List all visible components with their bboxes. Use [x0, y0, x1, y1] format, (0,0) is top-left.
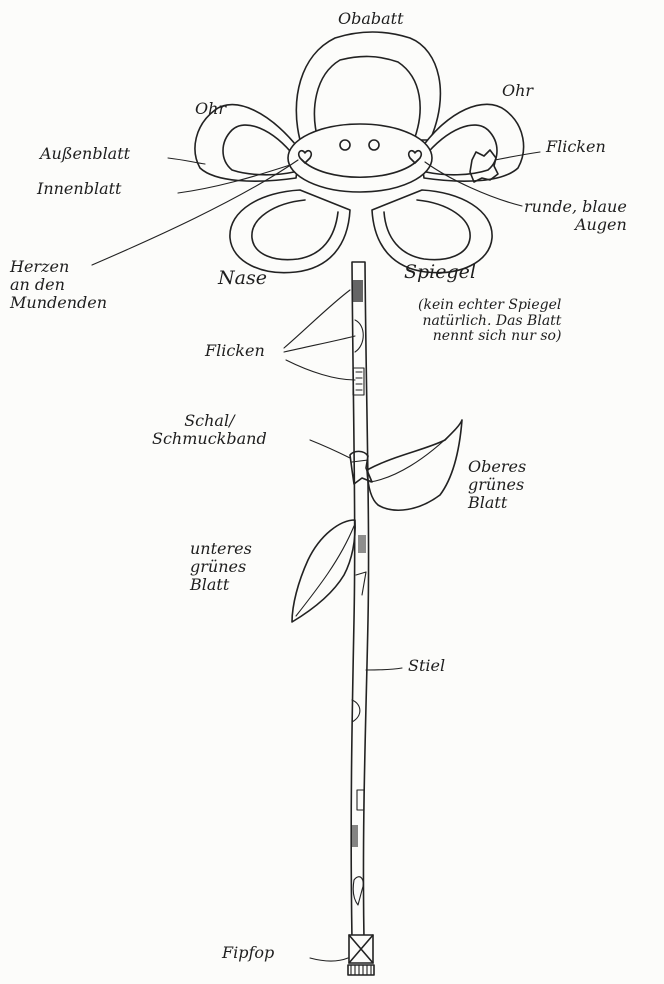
stem-patch-hatched: [353, 280, 363, 302]
label-herzen-mundenden: Herzen an den Mundenden: [10, 258, 107, 312]
label-flicken-stem: Flicken: [205, 342, 265, 360]
label-oberes-blatt: Oberes grünes Blatt: [468, 458, 526, 512]
label-schal: Schal/ Schmuckband: [152, 412, 267, 448]
label-obabatt: Obabatt: [338, 10, 404, 28]
flower-head: [195, 32, 524, 273]
label-unteres-blatt: unteres grünes Blatt: [190, 540, 252, 594]
label-nase: Nase: [218, 268, 267, 289]
lower-green-leaf: [292, 520, 355, 622]
label-innenblatt: Innenblatt: [37, 180, 121, 198]
label-spiegel: Spiegel: [404, 262, 476, 283]
label-stiel: Stiel: [408, 657, 445, 675]
label-flicken-top: Flicken: [546, 138, 606, 156]
fipfop: [348, 935, 374, 975]
label-spiegel-note: (kein echter Spiegel natürlich. Das Blat…: [418, 298, 561, 345]
label-ohr-right: Ohr: [502, 82, 533, 100]
label-fipfop: Fipfop: [222, 944, 274, 962]
label-runde-blaue-augen: runde, blaue Augen: [524, 198, 627, 234]
label-ohr-left: Ohr: [195, 100, 226, 118]
label-aussenblatt: Außenblatt: [40, 145, 130, 163]
upper-green-leaf: [367, 420, 462, 510]
